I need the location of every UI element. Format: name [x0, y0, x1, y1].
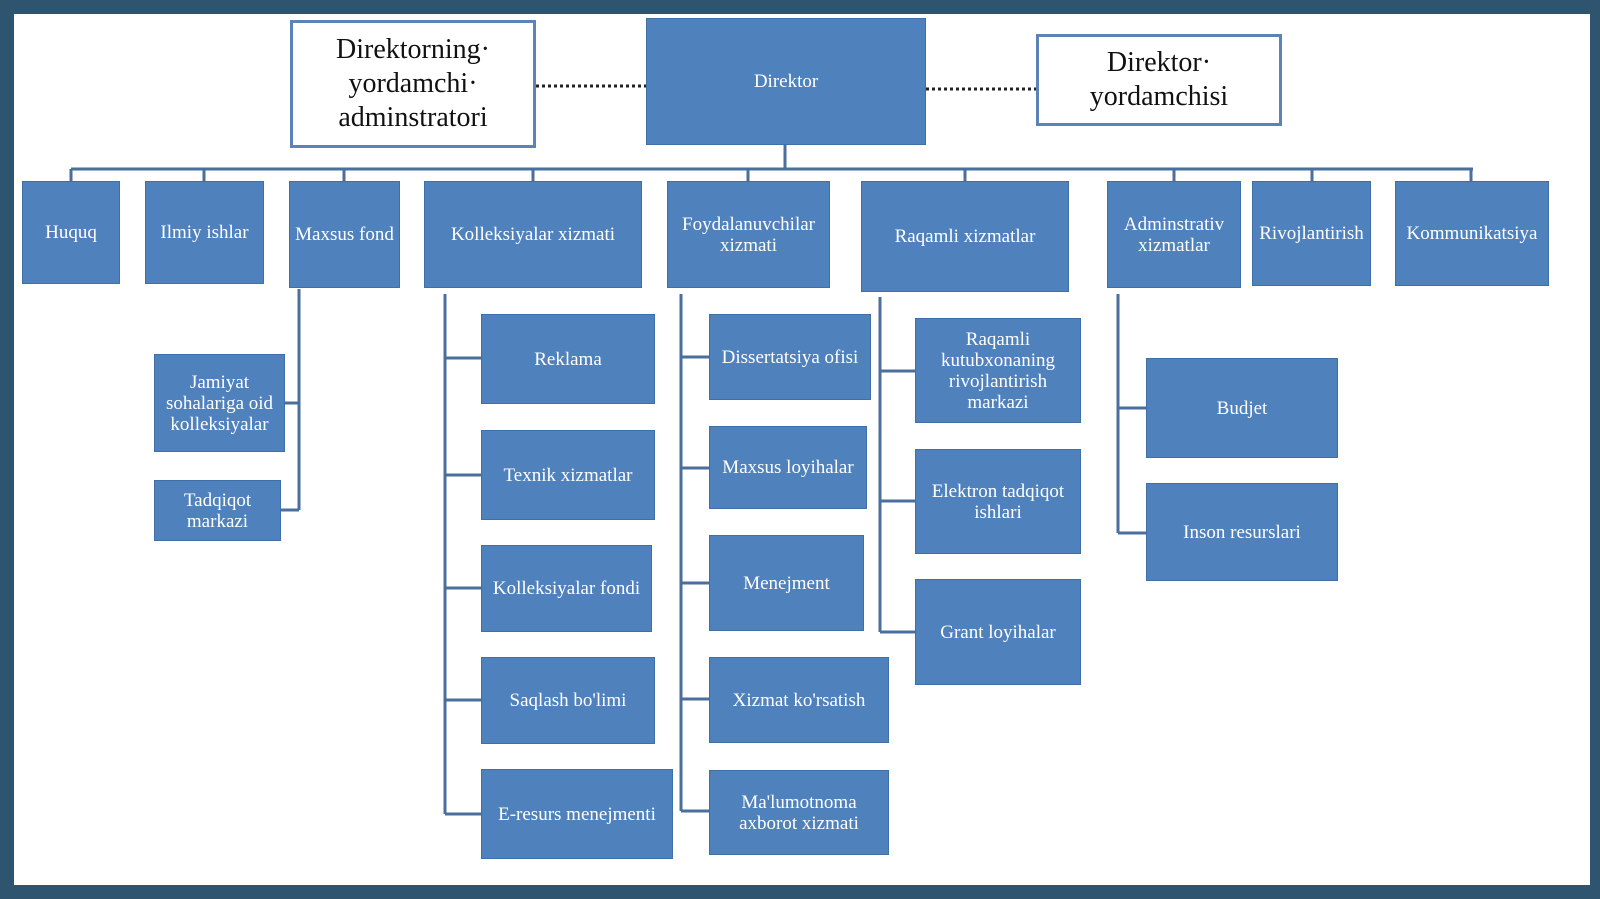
unit-kolleksiyalar-fondi-label: Kolleksiyalar fondi [492, 578, 641, 599]
unit-xizmat-korsatish: Xizmat ko'rsatish [709, 657, 889, 743]
dept-ilmiy-ishlar-label: Ilmiy ishlar [160, 222, 249, 243]
foydalanuvchilar-branch [679, 294, 709, 813]
maxsus-fond-branch [281, 289, 301, 512]
dept-raqamli-xizmatlar-label: Raqamli xizmatlar [894, 226, 1036, 247]
dept-kolleksiyalar-xizmati: Kolleksiyalar xizmati [424, 181, 642, 288]
adminstrativ-branch [1116, 294, 1146, 535]
main-bus-lines [69, 145, 1473, 181]
unit-grant-loyihalar-label: Grant loyihalar [940, 621, 1056, 643]
dept-maxsus-fond-label: Maxsus fond [295, 224, 394, 245]
unit-inson-resurslari: Inson resurslari [1146, 483, 1338, 581]
director-deputy-box: Direktor· yordamchisi [1036, 34, 1282, 126]
unit-elektron-tadqiqot-label: Elektron tadqiqot ishlari [931, 480, 1065, 523]
unit-texnik-xizmatlar-label: Texnik xizmatlar [503, 464, 633, 486]
dept-adminstrativ: Adminstrativ xizmatlar [1107, 181, 1241, 288]
unit-maxsus-loyihalar: Maxsus loyihalar [709, 426, 867, 509]
dept-rivojlantirish-label: Rivojlantirish [1259, 223, 1364, 244]
unit-reklama-label: Reklama [534, 348, 602, 370]
unit-kolleksiyalar-fondi: Kolleksiyalar fondi [481, 545, 652, 632]
director-box: Direktor [646, 18, 926, 145]
director-label: Direktor [753, 71, 819, 92]
unit-budjet-label: Budjet [1216, 397, 1268, 419]
unit-raqamli-kutubxona-label: Raqamli kutubxonaning rivojlantirish mar… [941, 328, 1055, 413]
unit-grant-loyihalar: Grant loyihalar [915, 579, 1081, 685]
unit-menejment: Menejment [709, 535, 864, 631]
unit-tadqiqot-markazi-label: Tadqiqot markazi [183, 489, 252, 532]
dept-kommunikatsiya-label: Kommunikatsiya [1406, 223, 1538, 244]
kolleksiyalar-branch [443, 294, 481, 816]
dept-adminstrativ-label: Adminstrativ xizmatlar [1123, 213, 1225, 256]
director-assistant-admin-box: Direktorning· yordamchi· adminstratori [290, 20, 536, 148]
unit-jamiyat-kolleksiyalar: Jamiyat sohalariga oid kolleksiyalar [154, 354, 285, 452]
unit-elektron-tadqiqot: Elektron tadqiqot ishlari [915, 449, 1081, 554]
director-deputy-label: Direktor· yordamchisi [1089, 47, 1229, 112]
dept-huquq-label: Huquq [45, 222, 97, 243]
unit-dissertatsiya-ofisi: Dissertatsiya ofisi [709, 314, 871, 400]
unit-budjet: Budjet [1146, 358, 1338, 458]
unit-texnik-xizmatlar: Texnik xizmatlar [481, 430, 655, 520]
dept-raqamli-xizmatlar: Raqamli xizmatlar [861, 181, 1069, 292]
dept-maxsus-fond: Maxsus fond [289, 181, 400, 288]
unit-malumotnoma-label: Ma'lumotnoma axborot xizmati [739, 791, 859, 834]
unit-saqlash-bolimi-label: Saqlash bo'limi [509, 690, 627, 711]
dept-rivojlantirish: Rivojlantirish [1252, 181, 1371, 286]
dept-huquq: Huquq [22, 181, 120, 284]
unit-saqlash-bolimi: Saqlash bo'limi [481, 657, 655, 744]
unit-dissertatsiya-ofisi-label: Dissertatsiya ofisi [721, 346, 859, 368]
dept-kommunikatsiya: Kommunikatsiya [1395, 181, 1549, 286]
unit-e-resurs-menejmenti-label: E-resurs menejmenti [498, 803, 656, 825]
dept-kolleksiyalar-xizmati-label: Kolleksiyalar xizmati [450, 224, 616, 245]
unit-inson-resurslari-label: Inson resurslari [1183, 521, 1301, 543]
unit-maxsus-loyihalar-label: Maxsus loyihalar [722, 457, 854, 478]
unit-reklama: Reklama [481, 314, 655, 404]
raqamli-branch [878, 297, 915, 634]
dept-foydalanuvchilar-label: Foydalanuvchilar xizmati [682, 213, 815, 256]
connector-lines [69, 84, 1473, 816]
dept-ilmiy-ishlar: Ilmiy ishlar [145, 181, 264, 284]
director-assistant-admin-label: Direktorning· yordamchi· adminstratori [336, 34, 490, 133]
unit-menejment-label: Menejment [743, 572, 830, 594]
unit-malumotnoma: Ma'lumotnoma axborot xizmati [709, 770, 889, 855]
unit-e-resurs-menejmenti: E-resurs menejmenti [481, 769, 673, 859]
unit-xizmat-korsatish-label: Xizmat ko'rsatish [732, 689, 866, 711]
unit-jamiyat-kolleksiyalar-label: Jamiyat sohalariga oid kolleksiyalar [165, 371, 274, 435]
org-chart-canvas: Direktorning· yordamchi· adminstratori D… [14, 14, 1590, 885]
unit-raqamli-kutubxona: Raqamli kutubxonaning rivojlantirish mar… [915, 318, 1081, 423]
unit-tadqiqot-markazi: Tadqiqot markazi [154, 480, 281, 541]
dept-foydalanuvchilar: Foydalanuvchilar xizmati [667, 181, 830, 288]
